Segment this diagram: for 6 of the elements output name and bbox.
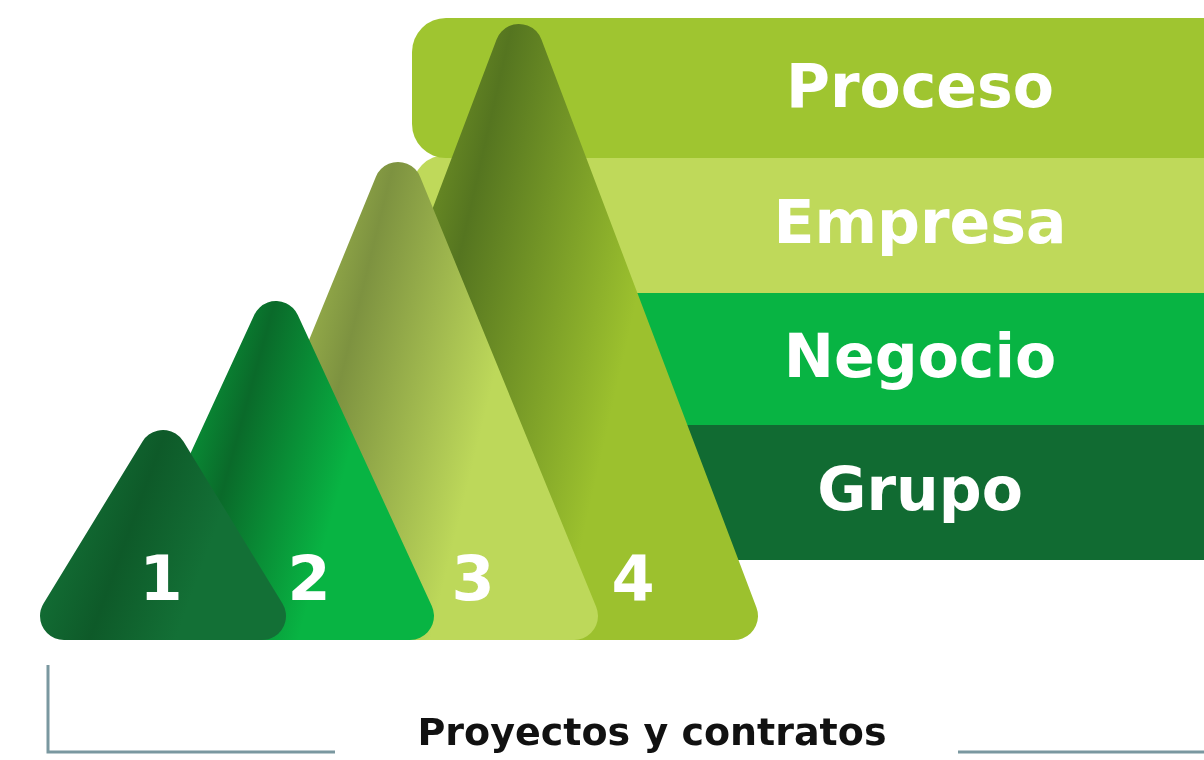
bracket-label: Proyectos y contratos (417, 712, 887, 754)
step-number: 3 (451, 548, 495, 610)
step-number: 4 (611, 548, 655, 610)
level-label: Proceso (786, 56, 1054, 116)
step-number: 1 (139, 548, 183, 610)
step-number: 2 (287, 548, 331, 610)
